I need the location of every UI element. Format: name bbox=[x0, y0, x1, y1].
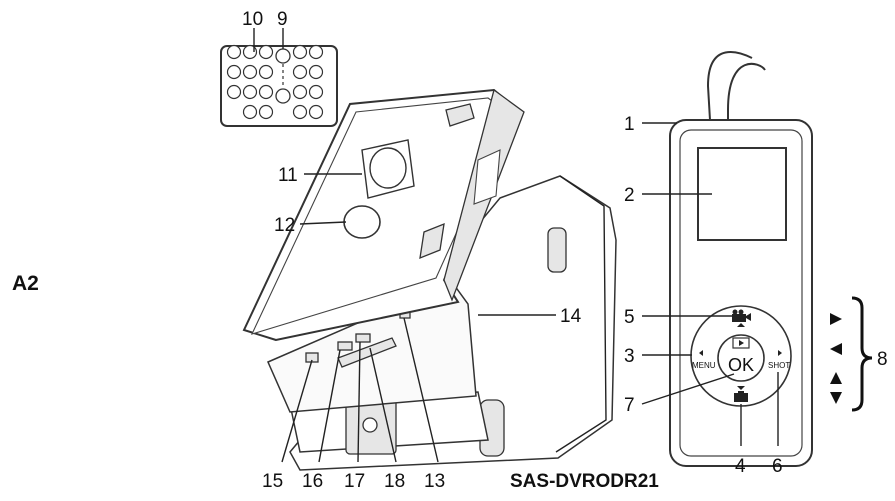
latch-upper bbox=[547, 227, 567, 273]
ir-led bbox=[308, 44, 324, 60]
callout-18: 18 bbox=[384, 471, 405, 492]
callout-1: 1 bbox=[624, 114, 635, 135]
ir-led bbox=[258, 84, 274, 100]
pir-sensor bbox=[343, 205, 381, 239]
ir-led-grid bbox=[226, 44, 324, 120]
ir-led bbox=[226, 64, 242, 80]
ir-led bbox=[308, 84, 324, 100]
callout-4: 4 bbox=[735, 456, 746, 477]
ir-led bbox=[226, 44, 242, 60]
ir-led bbox=[242, 64, 258, 80]
direction-keys-legend: 8 bbox=[830, 296, 888, 412]
ok-button[interactable] bbox=[717, 334, 765, 382]
ir-led bbox=[308, 64, 324, 80]
callout-7: 7 bbox=[624, 395, 635, 416]
callout-15: 15 bbox=[262, 471, 283, 492]
callout-12: 12 bbox=[274, 215, 295, 236]
ir-led bbox=[242, 84, 258, 100]
ir-led bbox=[258, 104, 274, 120]
callout-16: 16 bbox=[302, 471, 323, 492]
lens bbox=[369, 147, 407, 189]
callout-2: 2 bbox=[624, 185, 635, 206]
callout-8: 8 bbox=[877, 349, 888, 370]
callout-17: 17 bbox=[344, 471, 365, 492]
ir-led bbox=[292, 84, 308, 100]
lcd-screen bbox=[697, 147, 787, 241]
callout-10: 10 bbox=[242, 9, 263, 30]
light-sensor bbox=[275, 48, 291, 64]
ir-led bbox=[292, 64, 308, 80]
sd-card-slot bbox=[337, 337, 397, 368]
video-camera-icon[interactable] bbox=[732, 309, 751, 328]
remote-control: OK MENU SHOT bbox=[669, 51, 813, 467]
up-arrow-icon bbox=[830, 372, 842, 384]
ir-led bbox=[242, 44, 258, 60]
usb-port bbox=[337, 341, 353, 351]
down-arrow-icon bbox=[830, 392, 842, 404]
callout-3: 3 bbox=[624, 346, 635, 367]
shot-label[interactable]: SHOT bbox=[768, 361, 790, 370]
callout-5: 5 bbox=[624, 307, 635, 328]
right-arrow-icon bbox=[830, 313, 842, 325]
ok-label: OK bbox=[728, 355, 754, 375]
left-arrow-icon bbox=[830, 343, 842, 355]
callout-14: 14 bbox=[560, 306, 582, 327]
brace bbox=[851, 296, 873, 412]
callout-11: 11 bbox=[278, 165, 298, 186]
photo-camera-icon[interactable] bbox=[734, 386, 748, 402]
callout-6: 6 bbox=[772, 456, 783, 477]
callout-9: 9 bbox=[277, 9, 288, 30]
ir-led bbox=[292, 104, 308, 120]
ir-led bbox=[292, 44, 308, 60]
ir-led bbox=[226, 84, 242, 100]
section-label: A2 bbox=[12, 272, 39, 295]
ir-led-panel-detail: 10 9 bbox=[220, 9, 338, 127]
ir-led bbox=[258, 64, 274, 80]
camera-body bbox=[242, 88, 617, 471]
ir-led bbox=[258, 44, 274, 60]
ir-led bbox=[242, 104, 258, 120]
callout-13: 13 bbox=[424, 471, 445, 492]
ir-led bbox=[308, 104, 324, 120]
menu-label[interactable]: MENU bbox=[692, 361, 716, 370]
model-name: SAS-DVRODR21 bbox=[510, 471, 659, 492]
tv-out-port bbox=[355, 333, 371, 343]
